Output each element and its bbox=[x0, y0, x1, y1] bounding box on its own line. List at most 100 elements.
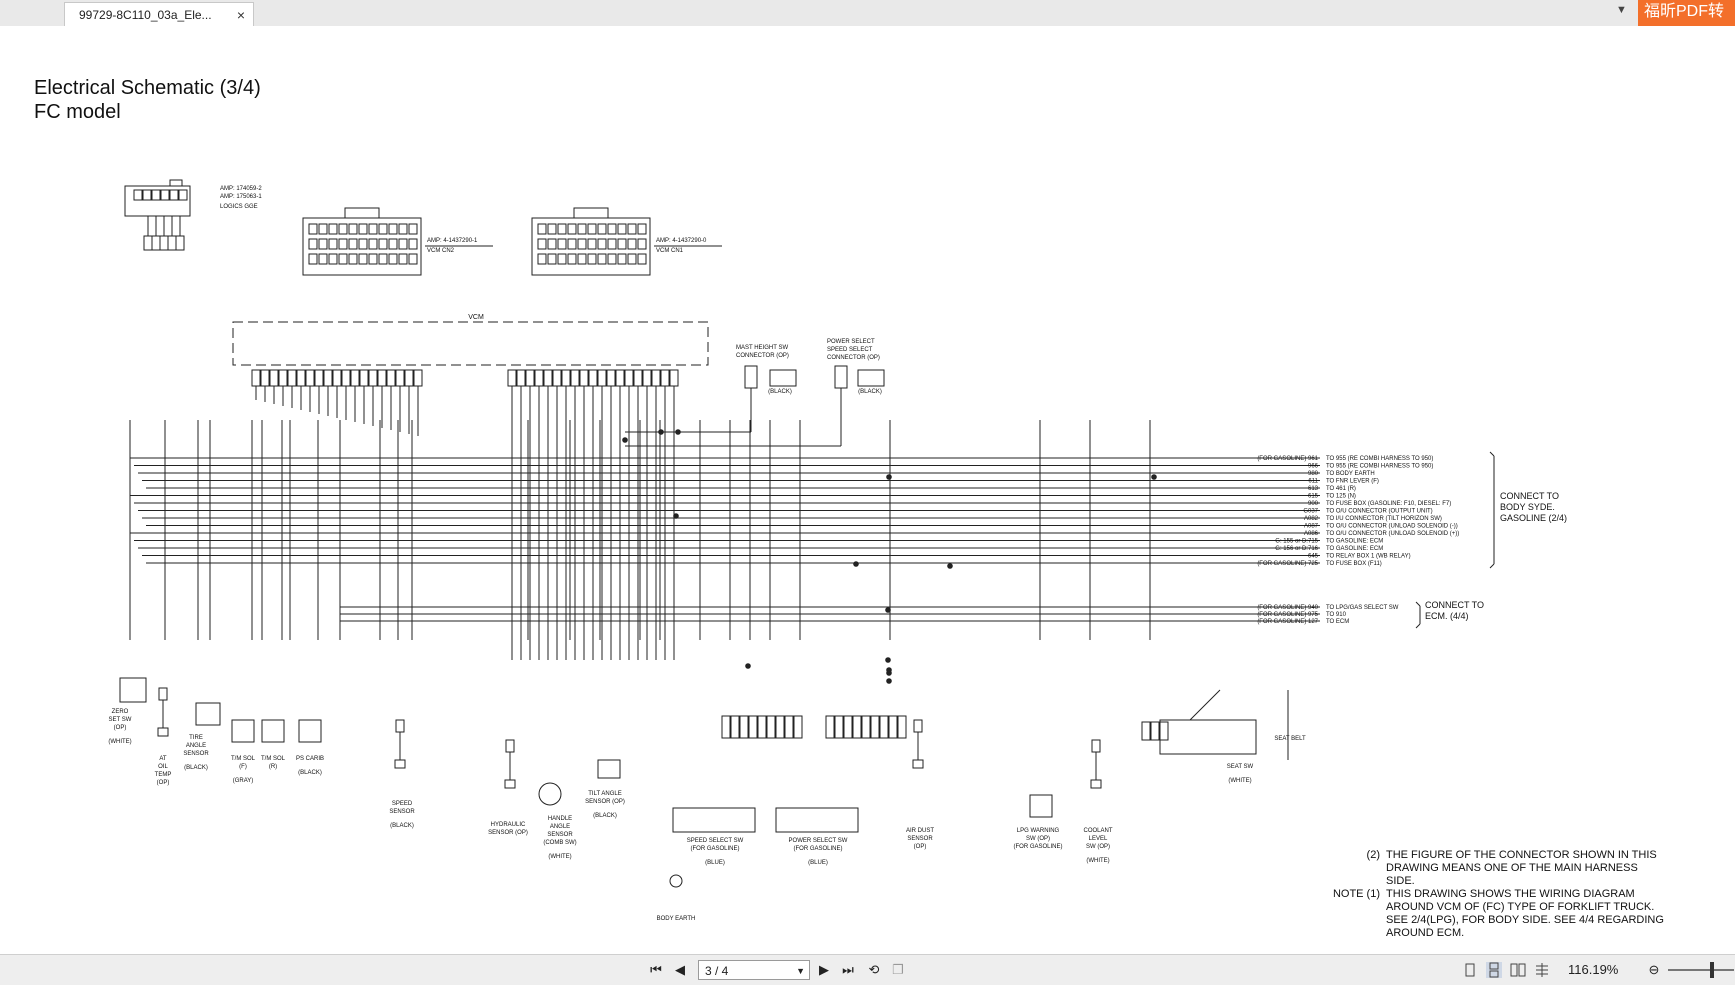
mast-height-label: MAST HEIGHT SW bbox=[736, 345, 788, 351]
note-text: DRAWING MEANS ONE OF THE MAIN HARNESS bbox=[1386, 862, 1638, 874]
wire-dest-label: TO O/U CONNECTOR (OUTPUT UNIT) bbox=[1326, 509, 1433, 515]
wire-source-label: (FOR GASOLINE) 975 bbox=[1257, 612, 1318, 618]
component-8 bbox=[538, 782, 562, 806]
component-label: POWER SELECT SW bbox=[789, 838, 848, 844]
mast-height-label: CONNECTOR (OP) bbox=[736, 353, 789, 359]
wire-source-label: 900 bbox=[1308, 501, 1319, 507]
component-label: (OP) bbox=[114, 725, 127, 731]
component-0 bbox=[119, 677, 147, 703]
mast-height-color: (BLACK) bbox=[768, 389, 792, 395]
first-page-icon[interactable]: ⏮ bbox=[650, 962, 662, 977]
component-label: (COMB SW) bbox=[543, 840, 576, 846]
component-label: HANDLE bbox=[548, 816, 572, 822]
document-tab-title: 99729-8C110_03a_Ele... bbox=[79, 8, 212, 22]
page-number-input[interactable]: 3 / 4 ▼ bbox=[698, 960, 810, 980]
continuous-facing-view-icon[interactable] bbox=[1534, 962, 1550, 978]
power-select-color: (BLACK) bbox=[858, 389, 882, 395]
continuous-view-icon[interactable] bbox=[1486, 962, 1502, 978]
document-viewport: Electrical Schematic (3/4) FC model AMP:… bbox=[0, 26, 1735, 954]
zoom-slider-handle[interactable] bbox=[1710, 962, 1714, 978]
component-10 bbox=[669, 874, 683, 888]
zoom-slider[interactable] bbox=[1668, 969, 1734, 971]
wire-dest-label: TO FUSE BOX (GASOLINE: F10, DIESEL: F7) bbox=[1326, 501, 1451, 507]
document-tab[interactable]: 99729-8C110_03a_Ele... × bbox=[64, 2, 254, 26]
prev-page-icon[interactable]: ◀ bbox=[675, 962, 685, 977]
connector-amp-label: AMP: 4-1437290-0 bbox=[656, 238, 707, 244]
component-color-label: (BLACK) bbox=[298, 770, 322, 776]
rotate-icon[interactable]: ⟲ bbox=[868, 962, 880, 977]
connect-ecm-label: ECM. (4/4) bbox=[1425, 611, 1469, 621]
component-label: SPEED bbox=[392, 801, 413, 807]
brand-banner[interactable]: 福昕PDF转 bbox=[1638, 0, 1735, 26]
component-label: ANGLE bbox=[550, 824, 570, 830]
component-label: ANGLE bbox=[186, 743, 206, 749]
component-label: LEVEL bbox=[1089, 836, 1108, 842]
wire-dest-label: TO 910 bbox=[1326, 612, 1347, 618]
connector-name-label: LOGICS GGE bbox=[220, 204, 258, 210]
mast-height-connector bbox=[744, 365, 758, 389]
component-label: (FOR GASOLINE) bbox=[690, 846, 739, 852]
wire-source-label: G: 156 or D:716 bbox=[1275, 546, 1318, 552]
component-label: SW (OP) bbox=[1026, 836, 1050, 842]
component-label: T/M SOL bbox=[261, 756, 286, 762]
extract-icon[interactable]: ❐ bbox=[892, 962, 904, 977]
component-label: ZERO bbox=[112, 709, 129, 715]
single-page-view-icon[interactable] bbox=[1462, 962, 1478, 978]
power-select-plug bbox=[857, 369, 885, 387]
component-12 bbox=[775, 807, 859, 833]
component-5 bbox=[298, 719, 322, 743]
chevron-down-icon[interactable]: ▼ bbox=[796, 966, 805, 976]
last-page-icon[interactable]: ⏭ bbox=[842, 962, 854, 977]
connector-amp-label: AMP: 174059-2 bbox=[220, 186, 262, 192]
chevron-down-icon[interactable]: ▼ bbox=[1616, 4, 1627, 16]
vcm-cn1-connector bbox=[531, 217, 651, 276]
component-label: SENSOR bbox=[547, 832, 573, 838]
connect-ecm-label: CONNECT TO bbox=[1425, 600, 1484, 610]
component-color-label: (BLACK) bbox=[390, 823, 414, 829]
component-label: SENSOR bbox=[907, 836, 933, 842]
wire-source-label: (FOR GASOLINE) 961 bbox=[1257, 456, 1318, 462]
wire-source-label: 615 bbox=[1308, 494, 1319, 500]
component-2 bbox=[195, 702, 221, 726]
note-text: AROUND VCM OF (FC) TYPE OF FORKLIFT TRUC… bbox=[1386, 901, 1654, 913]
wire-dest-label: TO 955 (RE COMBI HARNESS TO 950) bbox=[1326, 464, 1433, 470]
wire-source-label: A086 bbox=[1304, 531, 1319, 537]
connect-body-label: GASOLINE (2/4) bbox=[1500, 513, 1567, 523]
note-text: THIS DRAWING SHOWS THE WIRING DIAGRAM bbox=[1386, 888, 1635, 900]
note-text: AROUND ECM. bbox=[1386, 927, 1464, 939]
facing-view-icon[interactable] bbox=[1510, 962, 1526, 978]
next-page-icon[interactable]: ▶ bbox=[819, 962, 829, 977]
wire-dest-label: TO O/U CONNECTOR (UNLOAD SOLENOID (-)) bbox=[1326, 524, 1458, 530]
wire-source-label: G037 bbox=[1303, 509, 1318, 515]
wire-source-label: 980 bbox=[1308, 471, 1319, 477]
component-color-label: (WHITE) bbox=[108, 739, 131, 745]
wire-source-label: 611 bbox=[1308, 479, 1318, 485]
zoom-out-icon[interactable]: ⊖ bbox=[1648, 962, 1660, 977]
component-label: LPG WARNING bbox=[1017, 828, 1060, 834]
component-7 bbox=[505, 739, 515, 753]
component-label: SPEED SELECT SW bbox=[687, 838, 744, 844]
wire-dest-label: TO O/U CONNECTOR (UNLOAD SOLENOID (+)) bbox=[1326, 531, 1459, 537]
note-number: (2) bbox=[1367, 849, 1380, 861]
logic-connector bbox=[124, 185, 191, 217]
wire-dest-label: TO 125 (N) bbox=[1326, 494, 1356, 500]
wire-source-label: 613 bbox=[1308, 486, 1319, 492]
component-color-label: (BLACK) bbox=[184, 765, 208, 771]
page-title: Electrical Schematic (3/4) bbox=[34, 77, 261, 99]
wire-dest-label: TO ECM bbox=[1326, 619, 1349, 625]
component-label: HYDRAULIC bbox=[491, 822, 526, 828]
component-16 bbox=[1159, 719, 1257, 755]
component-label: T/M SOL bbox=[231, 756, 256, 762]
component-label: SENSOR (OP) bbox=[585, 799, 625, 805]
close-icon[interactable]: × bbox=[236, 7, 245, 23]
page-subtitle: FC model bbox=[34, 101, 121, 123]
wire-dest-label: TO FUSE BOX (F11) bbox=[1326, 561, 1382, 567]
component-label: (OP) bbox=[914, 844, 927, 850]
wire-dest-label: TO BODY EARTH bbox=[1326, 471, 1375, 477]
zoom-level[interactable]: 116.19% bbox=[1568, 962, 1619, 977]
component-color-label: (BLUE) bbox=[808, 860, 828, 866]
component-label: SENSOR (OP) bbox=[488, 830, 528, 836]
component-3 bbox=[231, 719, 255, 743]
wire-dest-label: TO 955 (RE COMBI HARNESS TO 950) bbox=[1326, 456, 1433, 462]
